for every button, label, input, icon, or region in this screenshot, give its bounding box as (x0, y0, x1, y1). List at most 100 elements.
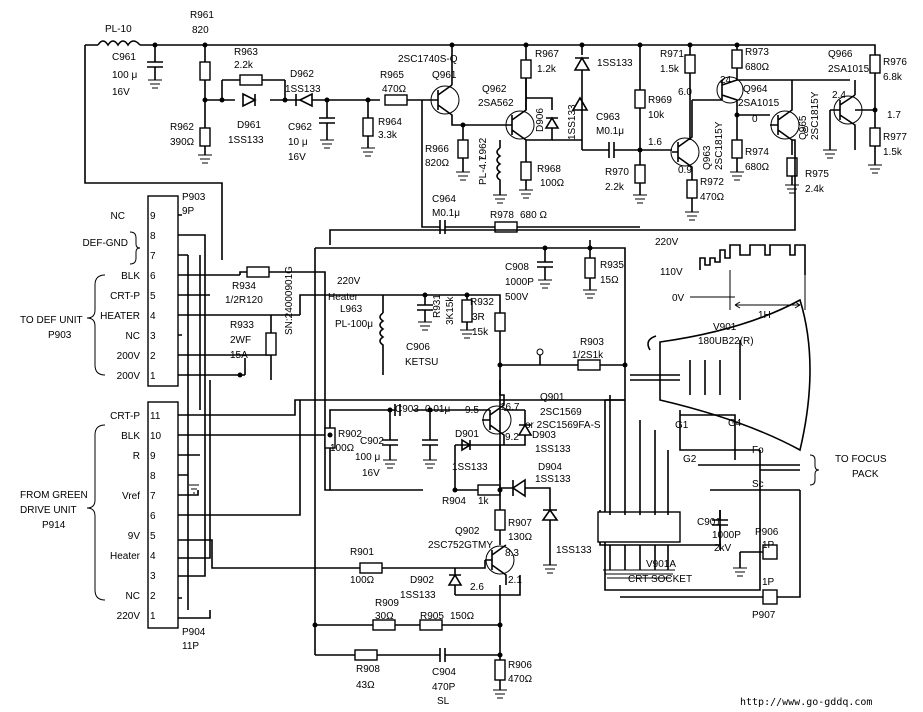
r972-label: R972 (700, 177, 724, 188)
p903-pin-8-num: 8 (150, 231, 156, 242)
q966-type: 2SA1015 (828, 64, 870, 75)
d961-value: 1SS133 (228, 135, 264, 146)
r902-label: R902 (338, 429, 362, 440)
sc-label: Sc (752, 479, 764, 490)
p903-pin-4-num: 4 (150, 311, 156, 322)
d902-value: 1SS133 (400, 590, 436, 601)
q964-label: Q964 (743, 84, 768, 95)
r932-label: R932 (470, 297, 494, 308)
c901-value2: 2kV (714, 543, 732, 554)
r904-value: 1k (478, 496, 490, 507)
r907-value: 130Ω (508, 532, 533, 543)
r903-value: 1/2S1k (572, 350, 604, 361)
d962-value: 1SS133 (285, 84, 321, 95)
r935-label: R935 (600, 260, 624, 271)
voltage-2-6: 2.6 (470, 582, 484, 593)
r934-label: R934 (232, 281, 256, 292)
voltage-24: 24 (720, 75, 732, 86)
c901-value1: 1000P (712, 530, 741, 541)
c902-value1: 100 μ (355, 452, 380, 463)
r908-value: 43Ω (356, 680, 375, 691)
q901-alt: or 2SC1569FA-S (525, 420, 601, 431)
p903-pin-7-label: DEF-GND (82, 238, 128, 249)
watermark-url[interactable]: http://www.go-gddq.com (740, 697, 872, 708)
d901-label: D901 (455, 429, 479, 440)
p904-connector (147, 401, 179, 629)
r932-value2: 15k (472, 327, 489, 338)
r905-value: 150Ω (450, 611, 475, 622)
p903-pin-5-num: 5 (150, 291, 156, 302)
waveform-1h: 1H (758, 310, 771, 321)
r978-label: R978 (490, 210, 514, 221)
p904-type: 11P (182, 641, 199, 652)
sn-label: SN:24000901G (284, 266, 295, 335)
r962-label: R962 (170, 122, 194, 133)
p904-pin-4-label: Heater (110, 551, 141, 562)
r978-value: 680 Ω (520, 210, 547, 221)
q961-label: Q961 (432, 70, 457, 81)
d903-label: D903 (532, 430, 556, 441)
q901-label: Q901 (540, 392, 565, 403)
d962-label: D962 (290, 69, 314, 80)
p904-pin-10-label: BLK (121, 431, 140, 442)
p903-side-label2: P903 (48, 330, 72, 341)
q963-label: Q963 (702, 145, 713, 170)
c906-label: C906 (406, 342, 430, 353)
q965-type: 2SC1815Y (810, 91, 821, 140)
r908-label: R908 (356, 664, 380, 675)
v901a-label: V901A (646, 559, 676, 570)
g1-label: G1 (675, 420, 689, 431)
r970-value: 2.2k (605, 182, 625, 193)
r969-value: 10k (648, 110, 665, 121)
top-wiring (84, 40, 882, 260)
q965-label: Q965 (798, 115, 809, 140)
q966-label: Q966 (828, 49, 853, 60)
r906-label: R906 (508, 660, 532, 671)
p906-label: P906 (755, 527, 779, 538)
p906-1p: 1P (762, 540, 775, 551)
p904-pin-1-label: 220V (117, 611, 141, 622)
p907-1p: 1P (762, 577, 775, 588)
r977-label: R977 (883, 132, 907, 143)
p904-side-label: FROM GREEN (20, 490, 88, 501)
q964-type: 2SA1015 (738, 98, 780, 109)
r966-value: 820Ω (425, 158, 450, 169)
c962-value2: 16V (288, 152, 306, 163)
l963-label: L963 (340, 304, 363, 315)
r935-value: 15Ω (600, 275, 619, 286)
connector-brackets (86, 231, 141, 601)
r963-value: 2.2k (234, 60, 254, 71)
voltage-9-2: 9.2 (505, 432, 519, 443)
focus-pack-label1: TO FOCUS (835, 454, 887, 465)
waveform-110v: 110V (660, 267, 683, 278)
g4-label: G4 (728, 418, 742, 429)
c963-value: M0.1μ (596, 126, 624, 137)
middle-wiring (178, 214, 626, 699)
d903-value: 1SS133 (535, 444, 571, 455)
p904-pin-6-num: 6 (150, 511, 156, 522)
waveform-220v: 220V (655, 237, 679, 248)
p904-pin-1-num: 1 (150, 611, 156, 622)
middle-labels: R934 1/2R120 R933 2WF 15A SN:24000901G H… (225, 260, 624, 707)
r933-value2: 15A (230, 350, 248, 361)
p903-side-label: TO DEF UNIT (20, 315, 83, 326)
p904-pin-4-num: 4 (150, 551, 156, 562)
r963-label: R963 (234, 47, 258, 58)
voltage-0-9: 0.9 (678, 165, 692, 176)
r964-label: R964 (378, 117, 402, 128)
top-labels: PL-10 R961 820 C961 100 μ 16V R962 390Ω … (105, 10, 907, 221)
d901-value: 1SS133 (452, 462, 488, 473)
waveform-0v: 0V (672, 293, 685, 304)
voltage-0-a: 0 (752, 114, 758, 125)
p904-pin-9-num: 9 (150, 451, 156, 462)
r932-value1: 3R (472, 312, 485, 323)
r970-label: R970 (605, 167, 629, 178)
p903-pin-1-num: 1 (150, 371, 156, 382)
c908-value1: 1000P (505, 277, 534, 288)
v220-label: 220V (337, 276, 361, 287)
c961-label: C961 (112, 52, 136, 63)
q963-type: 2SC1815Y (714, 121, 725, 170)
c962-value1: 10 μ (288, 137, 308, 148)
c904-value1: 470P (432, 682, 456, 693)
c902-value2: 16V (362, 468, 380, 479)
